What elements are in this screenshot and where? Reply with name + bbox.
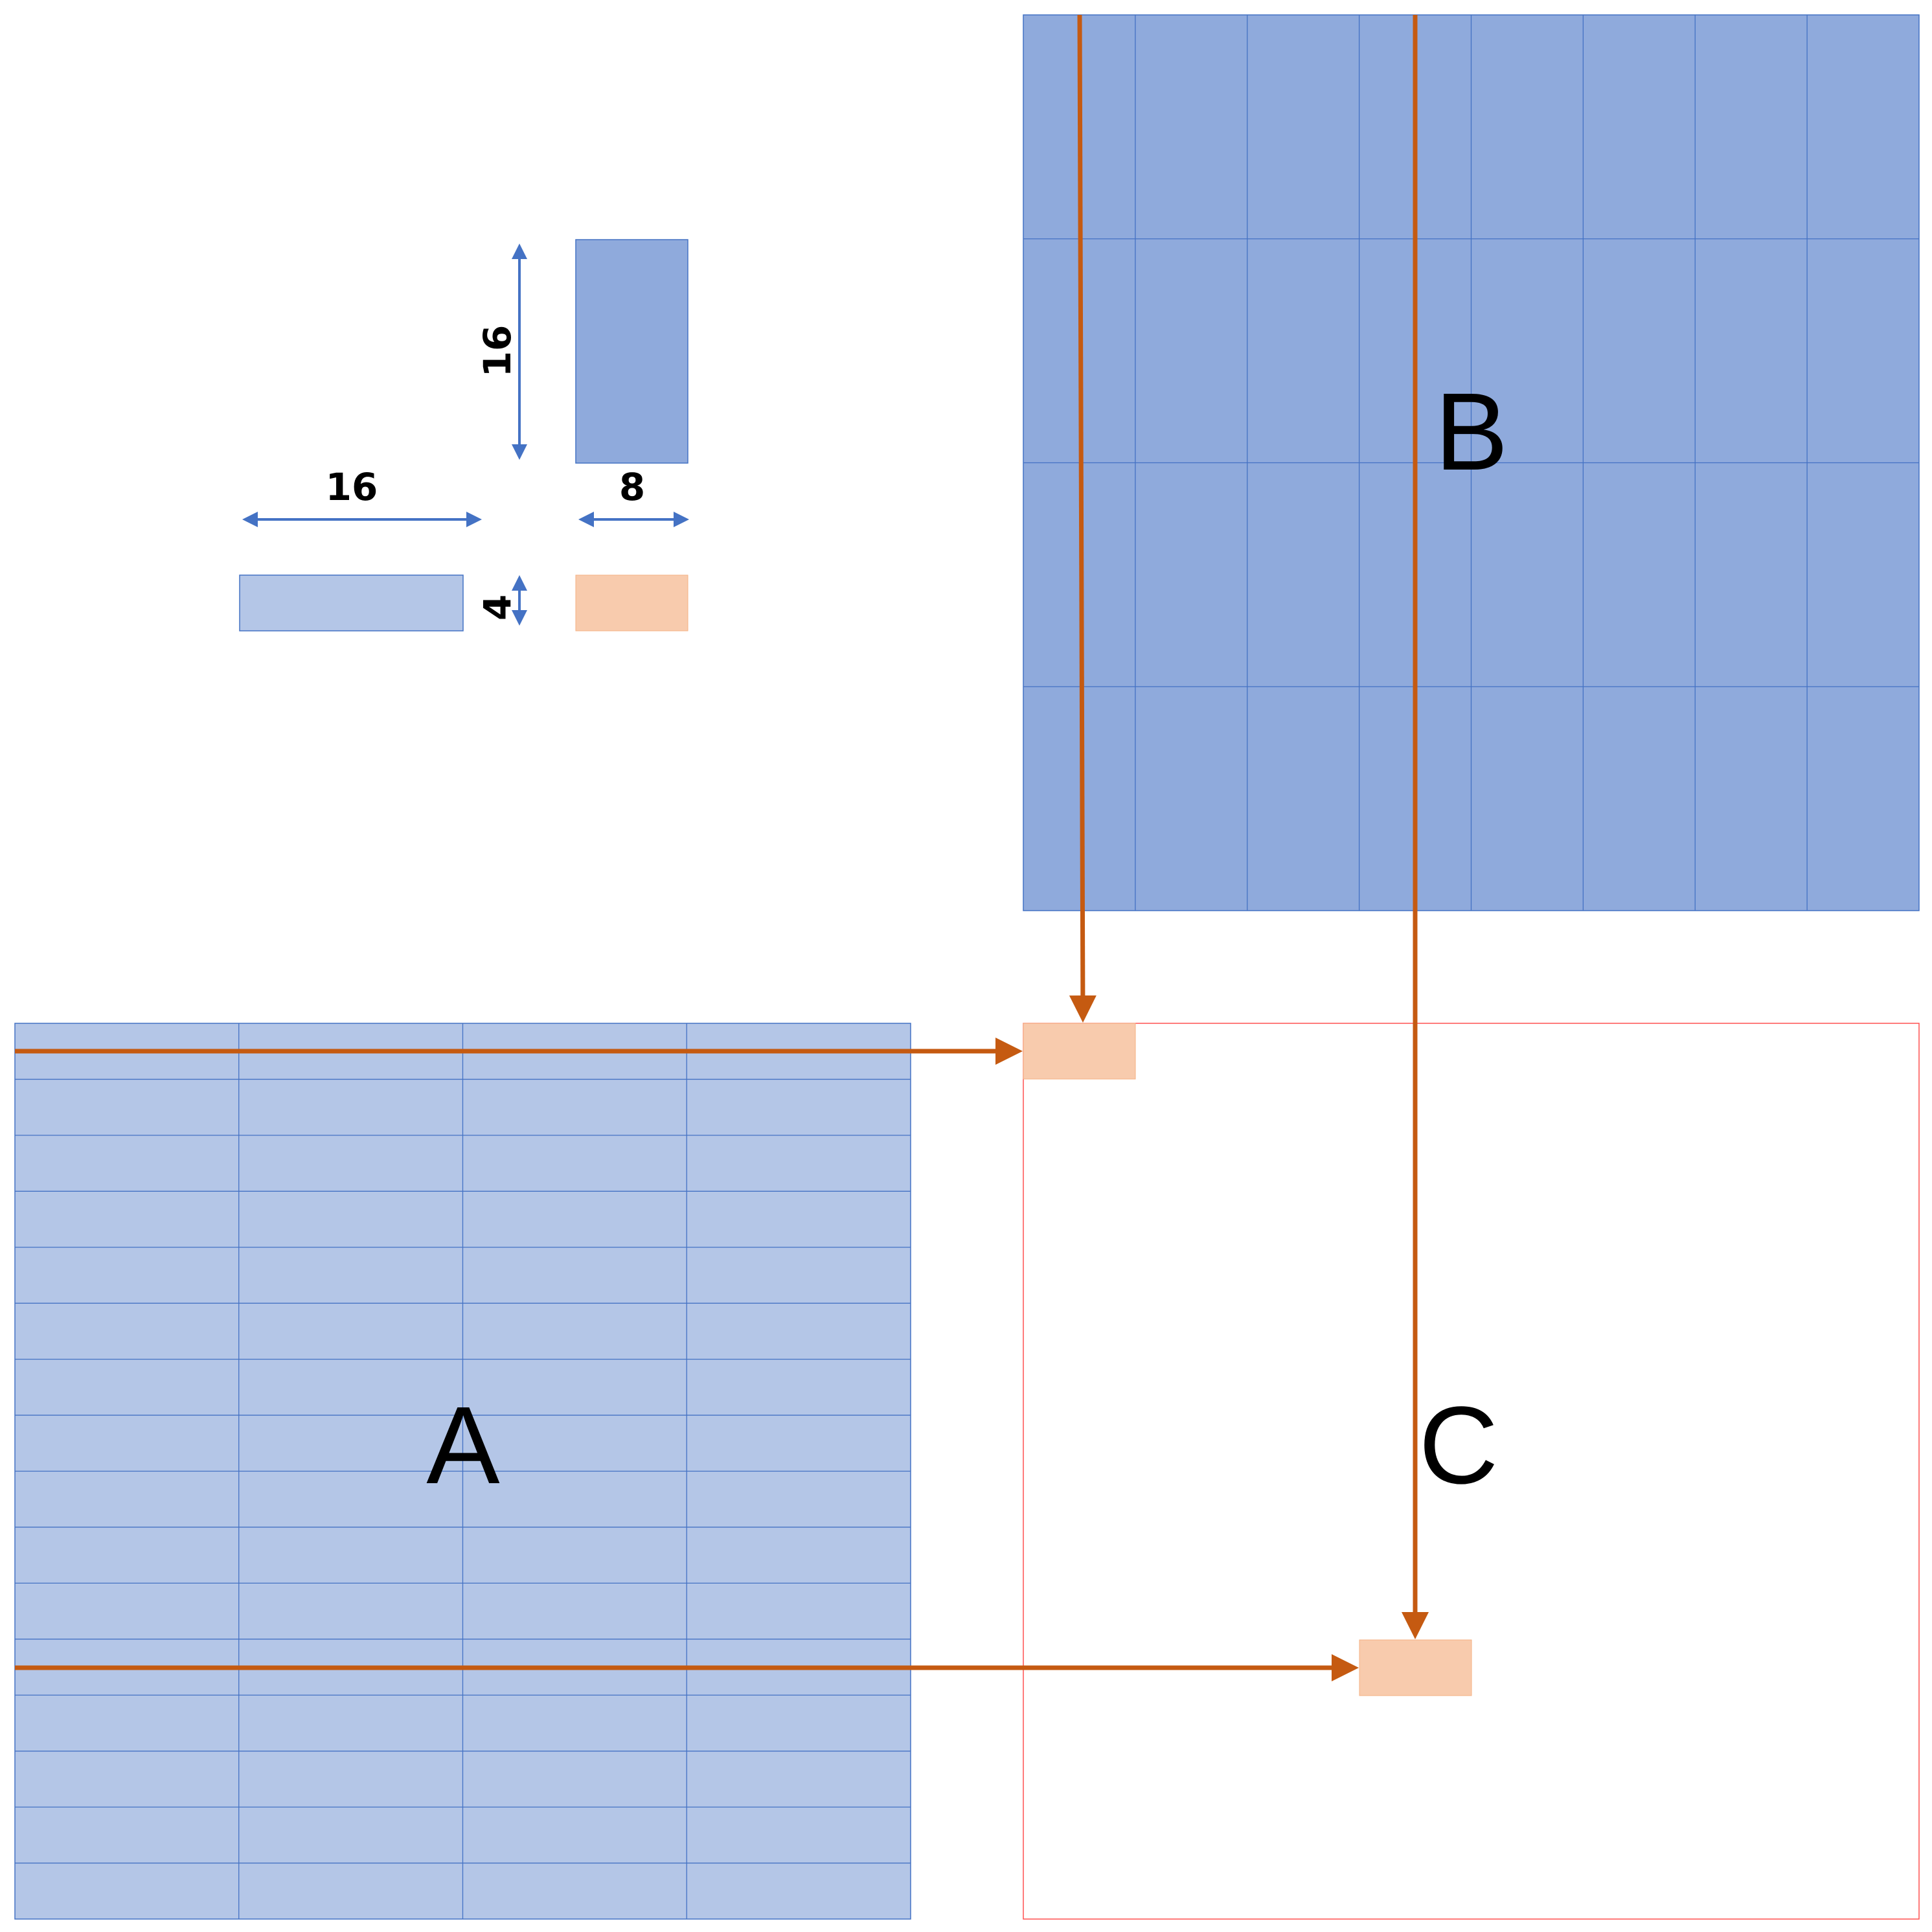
- matrix-a: A: [14, 1023, 911, 1920]
- label-c-tile-width: 8: [619, 465, 645, 509]
- label-b-tile-height: 16: [475, 325, 519, 378]
- flow-arrows: [15, 14, 1429, 1681]
- matrix-b-grid: [1023, 15, 1919, 911]
- matrix-c-label: C: [1419, 1384, 1499, 1507]
- legend-c-tile: [575, 574, 688, 631]
- tile-size-legend: 16 8 16 4: [239, 239, 689, 631]
- matrix-b: B: [1023, 14, 1920, 911]
- matrix-b-label: B: [1435, 370, 1508, 494]
- matrix-c: C: [1023, 1023, 1920, 1920]
- legend-b-tile: [575, 239, 688, 464]
- label-a-tile-width: 16: [326, 465, 378, 509]
- matrix-c-border: [1023, 1023, 1920, 1920]
- c-output-tile-first: [1023, 1023, 1136, 1080]
- matrix-a-grid: [15, 1023, 911, 1919]
- c-output-tile-second: [1359, 1639, 1472, 1696]
- label-a-tile-height: 4: [475, 595, 519, 620]
- matrix-a-label: A: [426, 1384, 500, 1507]
- legend-a-tile: [239, 574, 464, 631]
- arrow-b-column-to-c-first: [1069, 14, 1097, 1023]
